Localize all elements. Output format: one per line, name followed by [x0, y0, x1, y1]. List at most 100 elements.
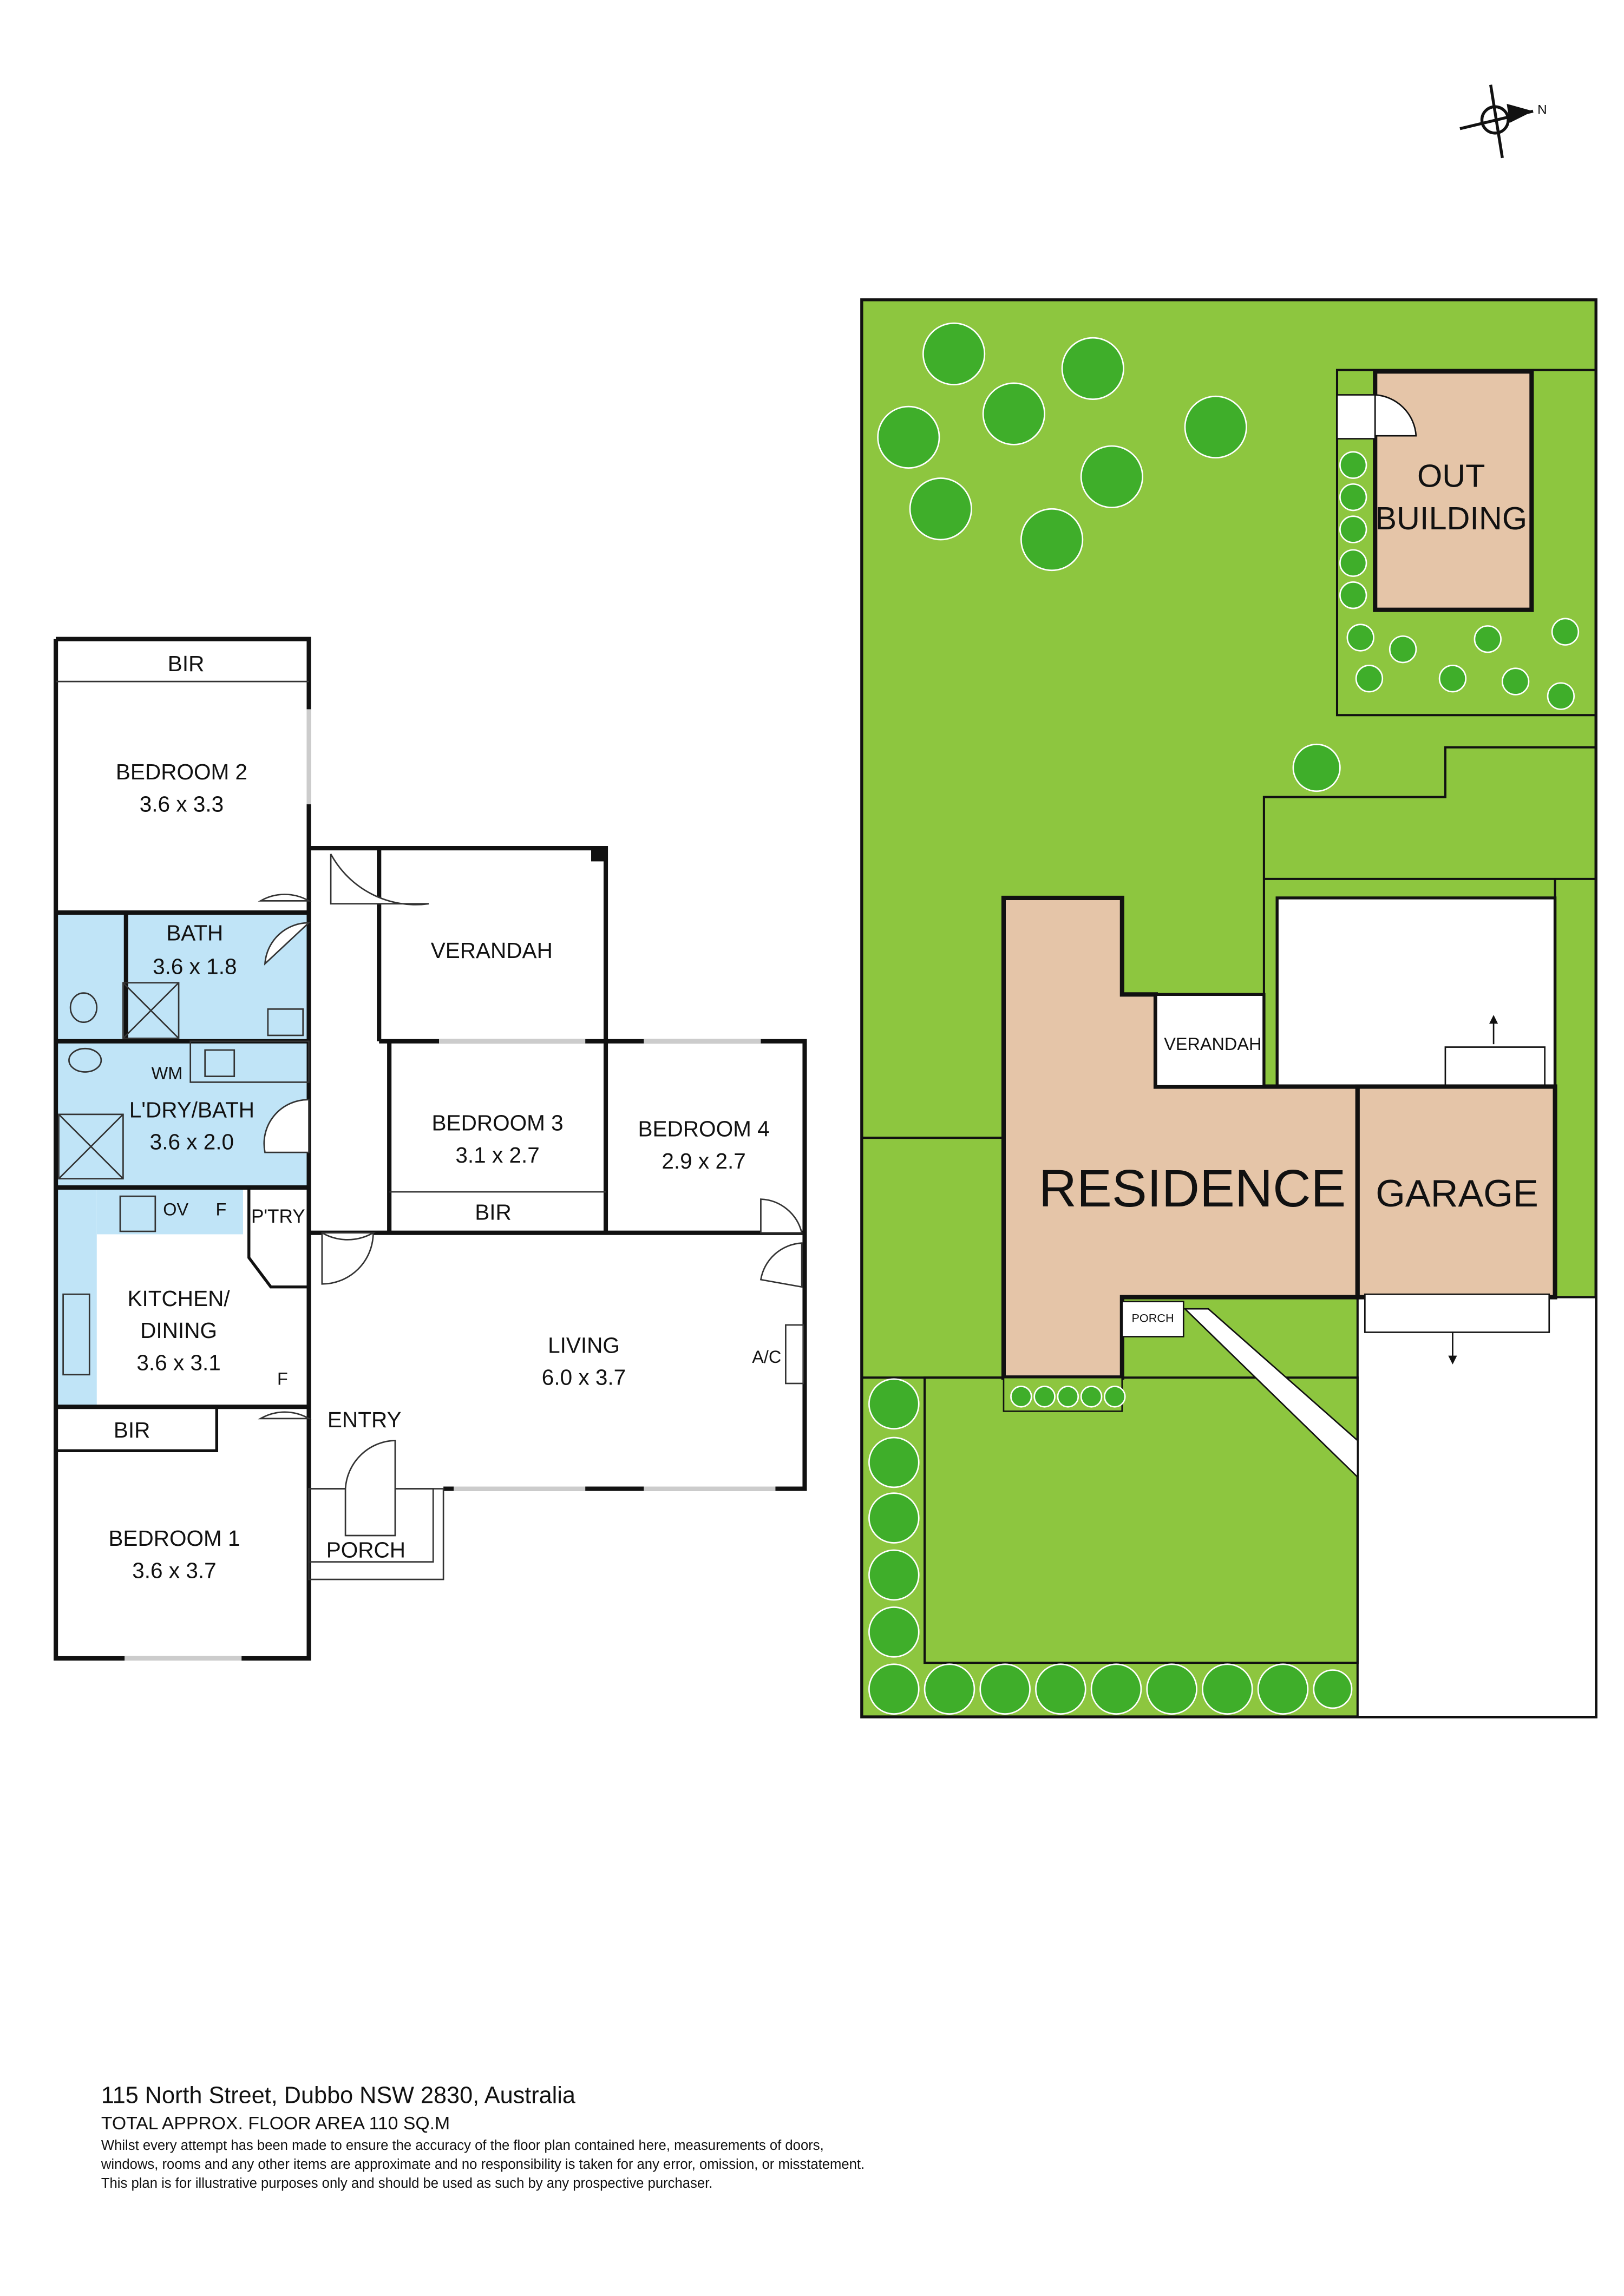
- room-kitchen-name1: KITCHEN/: [128, 1286, 231, 1311]
- label-wm: WM: [152, 1064, 183, 1083]
- label-bir: BIR: [475, 1199, 512, 1224]
- room-bedroom3-name: BEDROOM 3: [432, 1111, 564, 1136]
- site-porch: [1121, 1301, 1184, 1337]
- tree-icon: [1438, 665, 1467, 693]
- garage-label: GARAGE: [1376, 1172, 1538, 1215]
- door-laundry[interactable]: [263, 1099, 310, 1153]
- tree-icon: [868, 1663, 920, 1715]
- tree-icon: [1035, 1663, 1086, 1715]
- tree-icon: [1474, 625, 1502, 653]
- door-outbuilding[interactable]: [1374, 394, 1417, 437]
- disclaimer-line-2: windows, rooms and any other items are a…: [101, 2157, 865, 2172]
- tree-icon: [924, 1663, 975, 1715]
- trees: [868, 322, 1580, 1715]
- disclaimer-line-1: Whilst every attempt has been made to en…: [101, 2138, 824, 2153]
- floor-area: TOTAL APPROX. FLOOR AREA 110 SQ.M: [101, 2113, 450, 2134]
- sink-icon: [62, 1293, 90, 1376]
- tree-icon: [1547, 682, 1575, 710]
- room-kitchen-name2: DINING: [140, 1318, 217, 1343]
- site-plan: OUT BUILDING VERANDAH RESIDENCE GARAGE P…: [860, 298, 1597, 1718]
- label-ac: A/C: [752, 1347, 781, 1367]
- cooktop-icon: [119, 1195, 156, 1232]
- label-fridge: F: [216, 1199, 227, 1219]
- room-entry-name: ENTRY: [328, 1407, 402, 1432]
- tree-icon: [868, 1436, 920, 1488]
- tree-icon: [1551, 618, 1580, 646]
- tree-icon: [1020, 508, 1084, 572]
- door-bath[interactable]: [264, 922, 311, 966]
- site-verandah: [1154, 993, 1266, 1088]
- tree-icon: [1339, 483, 1367, 511]
- tree-icon: [868, 1378, 920, 1430]
- room-kitchen-size: 3.6 x 3.1: [136, 1350, 220, 1375]
- garage: [1355, 1084, 1557, 1300]
- room-bedroom3-size: 3.1 x 2.7: [455, 1143, 539, 1167]
- tree-icon: [1104, 1386, 1126, 1408]
- site-verandah-label: VERANDAH: [1164, 1034, 1261, 1054]
- tree-icon: [1355, 665, 1384, 693]
- tree-icon: [1202, 1663, 1253, 1715]
- front-path: [1183, 1308, 1359, 1479]
- tree-icon: [1033, 1386, 1056, 1408]
- site-porch-label: PORCH: [1132, 1311, 1174, 1325]
- north-label: N: [1537, 103, 1547, 117]
- room-bedroom2-name: BEDROOM 2: [116, 759, 247, 784]
- toilet-icon: [68, 1047, 102, 1073]
- tree-icon: [1146, 1663, 1197, 1715]
- basin-icon: [267, 1008, 304, 1037]
- room-bedroom1-size: 3.6 x 3.7: [132, 1558, 216, 1583]
- room-bath-size: 3.6 x 1.8: [153, 954, 237, 979]
- shower-laundry: [58, 1113, 124, 1180]
- label-fridge: F: [277, 1369, 288, 1389]
- tree-icon: [868, 1492, 920, 1544]
- door-bedroom1[interactable]: [258, 1411, 312, 1420]
- toilet-icon: [69, 992, 98, 1023]
- tree-icon: [1389, 635, 1417, 664]
- tree-icon: [1339, 515, 1367, 543]
- tree-icon: [979, 1663, 1031, 1715]
- door-bedroom3[interactable]: [321, 1232, 376, 1285]
- room-laundry-name: L'DRY/BATH: [129, 1097, 254, 1122]
- tree-icon: [1292, 743, 1341, 792]
- disclaimer-line-3: This plan is for illustrative purposes o…: [101, 2176, 713, 2191]
- front-door[interactable]: [344, 1439, 396, 1537]
- shower-bath: [122, 982, 180, 1039]
- tree-icon: [909, 477, 972, 541]
- tree-icon: [1346, 624, 1374, 652]
- tree-icon: [1339, 581, 1367, 609]
- tree-icon: [1010, 1386, 1032, 1408]
- room-living-size: 6.0 x 3.7: [542, 1365, 626, 1390]
- tree-icon: [922, 322, 986, 385]
- tree-icon: [1339, 549, 1367, 577]
- outbuilding-label-1: OUT: [1417, 458, 1485, 494]
- residence-label: RESIDENCE: [1039, 1159, 1346, 1218]
- address: 115 North Street, Dubbo NSW 2830, Austra…: [101, 2082, 576, 2108]
- tree-icon: [868, 1606, 920, 1658]
- room-porch-name: PORCH: [326, 1538, 405, 1563]
- room-verandah-name: VERANDAH: [431, 938, 553, 963]
- label-oven: OV: [163, 1199, 188, 1219]
- door-bedroom2[interactable]: [258, 894, 312, 902]
- tree-icon: [1061, 337, 1124, 400]
- room-bedroom4-name: BEDROOM 4: [638, 1116, 769, 1141]
- front-lawn: [924, 1376, 1359, 1664]
- tree-icon: [1501, 667, 1530, 696]
- room-bath-name: BATH: [166, 920, 223, 945]
- label-pantry: P'TRY: [251, 1206, 305, 1227]
- tree-icon: [1184, 395, 1247, 459]
- room-bedroom2-size: 3.6 x 3.3: [140, 792, 224, 817]
- tree-icon: [1339, 451, 1367, 479]
- door-living-side[interactable]: [759, 1242, 803, 1288]
- footer: 115 North Street, Dubbo NSW 2830, Austra…: [101, 2082, 865, 2191]
- compass-icon: N: [1459, 84, 1547, 159]
- tree-icon: [1090, 1663, 1142, 1715]
- outbuilding-label-2: BUILDING: [1375, 500, 1527, 536]
- door-verandah[interactable]: [330, 854, 429, 906]
- room-laundry-size: 3.6 x 2.0: [150, 1130, 234, 1154]
- tree-icon: [877, 405, 940, 469]
- laundry-tub-icon: [204, 1049, 235, 1077]
- label-bir: BIR: [114, 1418, 150, 1442]
- door-bedroom4[interactable]: [760, 1198, 803, 1234]
- tree-icon: [1257, 1663, 1309, 1715]
